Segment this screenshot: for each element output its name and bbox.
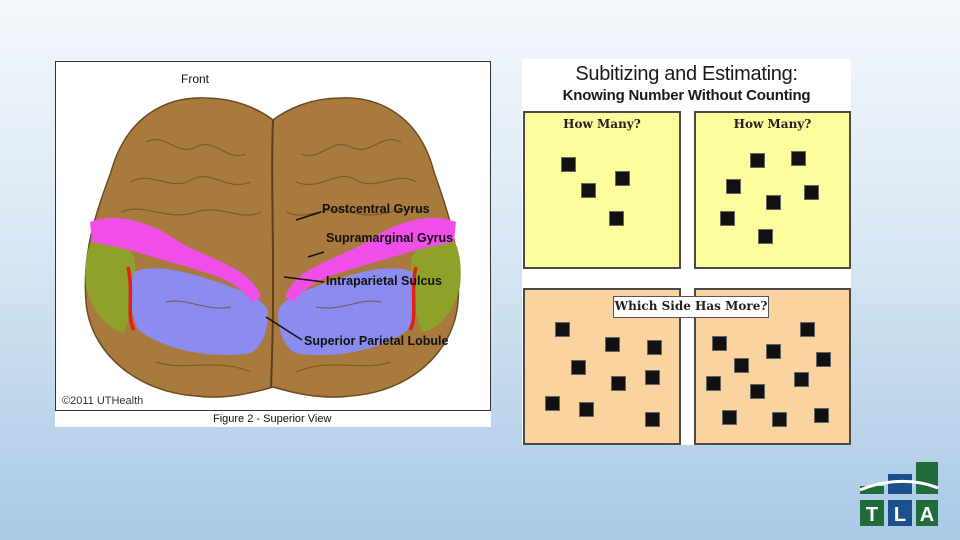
dot [800, 322, 815, 337]
dot [758, 229, 773, 244]
dot [706, 376, 721, 391]
how-many-panel-left: How Many? [523, 111, 681, 269]
label-superior-parietal-lobule: Superior Parietal Lobule [304, 334, 449, 348]
callout-line-supramarginal [307, 251, 325, 258]
logo-letter-t: T [866, 504, 878, 526]
supramarginal-region-left [85, 236, 136, 332]
label-intraparietal-sulcus: Intraparietal Sulcus [326, 274, 443, 288]
how-many-label: How Many? [563, 117, 641, 131]
logo-bar-right [916, 462, 938, 494]
dot [581, 183, 596, 198]
dot [609, 211, 624, 226]
subitizing-title: Subitizing and Estimating: [575, 63, 798, 85]
label-supramarginal-gyrus: Supramarginal Gyrus [326, 231, 454, 245]
dot [605, 337, 620, 352]
logo-letter-l: L [894, 504, 906, 526]
callout-line-superior-parietal [265, 316, 303, 341]
dot [712, 336, 727, 351]
dot [722, 410, 737, 425]
dot [750, 153, 765, 168]
dot [814, 408, 829, 423]
supramarginal-region-right [410, 236, 461, 332]
logo-block-l [888, 500, 912, 526]
gyri-texture [120, 139, 427, 373]
dot [561, 157, 576, 172]
brain-illustration [84, 97, 461, 398]
brain-midline [270, 119, 275, 388]
logo-bar-middle [888, 474, 912, 494]
postcentral-gyrus-right [285, 218, 456, 302]
dot [772, 412, 787, 427]
dot [645, 370, 660, 385]
subitizing-figure: Subitizing and Estimating: Knowing Numbe… [522, 59, 851, 445]
superior-parietal-region-right [278, 268, 416, 355]
dot [645, 412, 660, 427]
dot [555, 322, 570, 337]
intraparietal-sulcus-right [408, 266, 418, 331]
brain-figure: Front Postcentral Gyrus Supramarginal Gy… [55, 61, 491, 427]
logo-letter-a: A [920, 504, 934, 526]
front-label: Front [181, 72, 210, 86]
logo-bar-left [860, 486, 884, 494]
superior-parietal-region-left [130, 268, 268, 355]
dot [571, 360, 586, 375]
dot [750, 384, 765, 399]
dot [766, 344, 781, 359]
which-side-label: Which Side Has More? [613, 296, 769, 318]
callout-line-intraparietal [283, 276, 325, 283]
dot [726, 179, 741, 194]
how-many-panel-right: How Many? [694, 111, 851, 269]
tla-logo: T L A [859, 462, 939, 526]
callout-line-postcentral [295, 211, 322, 221]
copyright-text: ©2011 UTHealth [62, 395, 144, 407]
subitizing-subtitle: Knowing Number Without Counting [562, 87, 811, 104]
dot [791, 151, 806, 166]
brain-image-frame: Front Postcentral Gyrus Supramarginal Gy… [55, 61, 491, 411]
dot [545, 396, 560, 411]
dot [611, 376, 626, 391]
dot [766, 195, 781, 210]
postcentral-gyrus-left [90, 218, 261, 302]
dot [794, 372, 809, 387]
dot [615, 171, 630, 186]
how-many-label: How Many? [733, 117, 812, 131]
label-postcentral-gyrus: Postcentral Gyrus [322, 202, 430, 216]
dot [816, 352, 831, 367]
dot [579, 402, 594, 417]
dot [734, 358, 749, 373]
logo-swoosh [859, 480, 939, 492]
logo-block-t [860, 500, 884, 526]
dot [647, 340, 662, 355]
intraparietal-sulcus-left [126, 266, 136, 331]
logo-block-a [916, 500, 938, 526]
dot [804, 185, 819, 200]
dot [720, 211, 735, 226]
figure-caption: Figure 2 - Superior View [213, 413, 332, 425]
